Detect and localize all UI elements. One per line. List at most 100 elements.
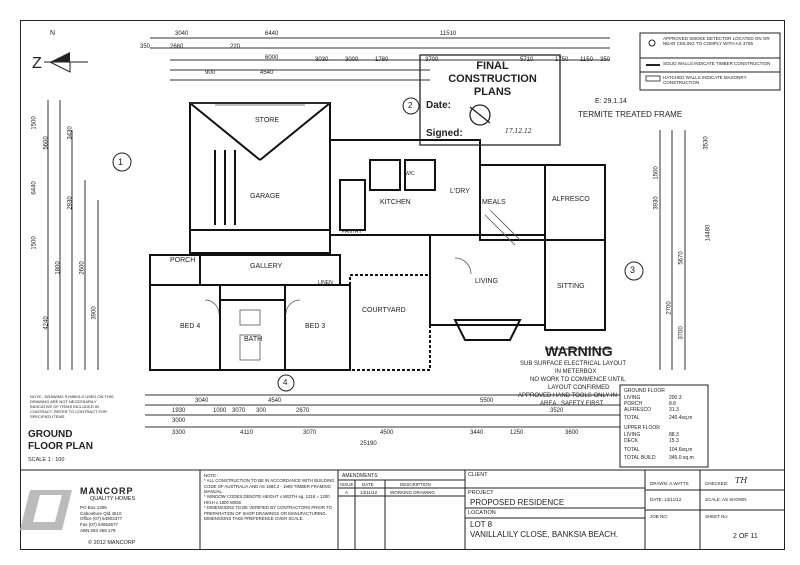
area-value: 200.3 xyxy=(669,395,682,401)
area-label: PORCH xyxy=(624,401,643,407)
notes-block: NOTE : * ALL CONSTRUCTION TO BE IN ACCOR… xyxy=(204,473,335,521)
legend-hatched: HATCHED WALLS INDICATE MASONRY CONSTRUCT… xyxy=(663,75,747,86)
room-bath: BATH xyxy=(244,336,263,343)
section-marker-1: 1 xyxy=(118,157,124,167)
dim-left-3: 6440 xyxy=(31,181,38,195)
warning-title: WARNING xyxy=(545,343,613,359)
sheet-no-value: 2 OF 11 xyxy=(733,533,758,540)
area-row-1: PORCH 8.8 xyxy=(624,401,704,407)
amendments-title: AMENDMENTS xyxy=(342,473,378,479)
dim-left-9: 3900 xyxy=(91,306,98,320)
dim-top-3: 350 xyxy=(140,44,151,50)
room-porch: PORCH xyxy=(170,257,196,264)
dim-bottom-8: 3000 xyxy=(172,418,186,424)
dim-bottom-17: 25190 xyxy=(360,441,377,447)
area-label: TOTAL BUILD xyxy=(624,455,656,461)
dim-bottom-0: 3040 xyxy=(195,398,209,404)
dim-right-0: 3530 xyxy=(703,136,710,150)
dim-bottom-15: 1250 xyxy=(510,430,524,436)
dim-right-4: 5670 xyxy=(678,251,685,265)
dim-bottom-13: 3070 xyxy=(303,430,317,436)
dim-left-0: 1500 xyxy=(31,116,38,130)
amend-header-desc: DESCRIPTION xyxy=(400,482,431,487)
location-label: LOCATION xyxy=(468,510,496,516)
dim-right-3: 14480 xyxy=(705,224,712,242)
section-marker-3: 3 xyxy=(630,265,636,275)
room-kitchen: KITCHEN xyxy=(380,199,411,206)
area-label: TOTAL xyxy=(624,447,640,453)
dim-left-7: 4240 xyxy=(43,316,50,330)
company-name: MANCORP xyxy=(80,486,134,496)
job-no: JOB NO: xyxy=(650,514,669,519)
dim-top-8: 4540 xyxy=(260,70,274,76)
location-value: LOT 8 VANILLALILY CLOSE, BANKSIA BEACH. xyxy=(470,520,619,539)
area-header-upper: UPPER FLOOR xyxy=(624,425,660,431)
dim-bottom-16: 3600 xyxy=(565,430,579,436)
termite-note: TERMITE TREATED FRAME xyxy=(578,110,683,119)
dim-left-5: 1800 xyxy=(55,261,62,275)
dim-top-0: 3040 xyxy=(175,31,189,37)
dim-bottom-9: 3520 xyxy=(550,408,564,414)
checked-label: CHECKED: xyxy=(705,481,729,486)
room-bed3: BED 3 xyxy=(305,323,326,330)
dim-top-4: 2660 xyxy=(170,44,184,50)
dim-top-12: 3030 xyxy=(315,57,329,63)
room-laundry: L'DRY xyxy=(450,188,470,195)
drawing-scale: SCALE: AS SHOWN xyxy=(705,497,747,502)
dim-top-6: 6000 xyxy=(265,55,279,61)
stamp-date-label: Date: xyxy=(426,100,452,111)
amend-header-issue: ISSUE xyxy=(340,482,354,487)
area-value: 240.4sq.m xyxy=(669,415,693,421)
area-label: TOTAL xyxy=(624,415,640,421)
stamp-title: FINAL CONSTRUCTION PLANS xyxy=(448,60,537,99)
dim-top-10: 1150 xyxy=(580,57,593,63)
sheet-no-label: SHEET No: xyxy=(705,514,729,519)
drawing-sheet xyxy=(20,20,785,550)
amend-row-desc: WORKING DRAWING xyxy=(390,490,435,495)
room-courtyard: COURTYARD xyxy=(362,307,406,314)
dim-bottom-14: 3440 xyxy=(470,430,484,436)
warning-line2: IN METERBOX xyxy=(555,369,597,375)
warning-line6: AREA : SAFETY FIRST xyxy=(540,401,604,407)
drawing-date: DATE: 13/11/12 xyxy=(650,497,682,502)
area-row-0: LIVING 200.3 xyxy=(624,395,704,401)
dim-bottom-5: 3070 xyxy=(232,408,246,414)
area-label: ALFRESCO xyxy=(624,407,651,413)
warning-line3: NO WORK TO COMMENCE UNTIL xyxy=(530,377,626,383)
dim-bottom-7: 2670 xyxy=(296,408,310,414)
checked-value: TH xyxy=(735,476,748,485)
area-value: 88.3 xyxy=(669,432,679,438)
dim-top-13: 3000 xyxy=(345,57,359,63)
dim-top-14: 1780 xyxy=(375,57,389,63)
drawing-note: NOTE : DRAWING SYMBOLS USED ON THIS DRAW… xyxy=(30,394,114,419)
dim-top-1: 6440 xyxy=(265,31,279,37)
dim-bottom-3: 1930 xyxy=(172,408,186,414)
dim-bottom-2: 5500 xyxy=(480,398,494,404)
room-bed4: BED 4 xyxy=(180,323,201,330)
room-gallery: GALLERY xyxy=(250,263,283,270)
amend-header-date: DATE xyxy=(362,482,374,487)
dim-bottom-4: 1000 xyxy=(213,408,227,414)
room-meals: MEALS xyxy=(482,199,506,206)
company-copyright: © 2012 MANCORP xyxy=(88,540,136,546)
legend-solid: SOLID WALLS INDICATE TIMBER CONSTRUCTION xyxy=(663,61,771,66)
room-wc: W/C xyxy=(405,171,415,177)
area-value: 8.8 xyxy=(669,401,676,407)
warning-line1: SUB SURFACE ELECTRICAL LAYOUT xyxy=(520,361,627,367)
room-living: LIVING xyxy=(475,278,498,285)
room-alfresco: ALFRESCO xyxy=(552,196,590,203)
client-label: CLIENT xyxy=(468,472,488,478)
dim-top-11: 350 xyxy=(600,57,611,63)
section-marker-2: 2 xyxy=(408,101,413,110)
dim-left-1: 5600 xyxy=(43,136,50,150)
dim-top-9: 3700 xyxy=(425,57,439,63)
north-label: N xyxy=(50,30,56,37)
stamp-signed-label: Signed: xyxy=(426,128,463,139)
dim-right-2: 3930 xyxy=(653,196,660,210)
dim-top-2: 11510 xyxy=(440,31,457,37)
room-sitting: SITTING xyxy=(557,283,585,290)
area-label: LIVING xyxy=(624,395,641,401)
